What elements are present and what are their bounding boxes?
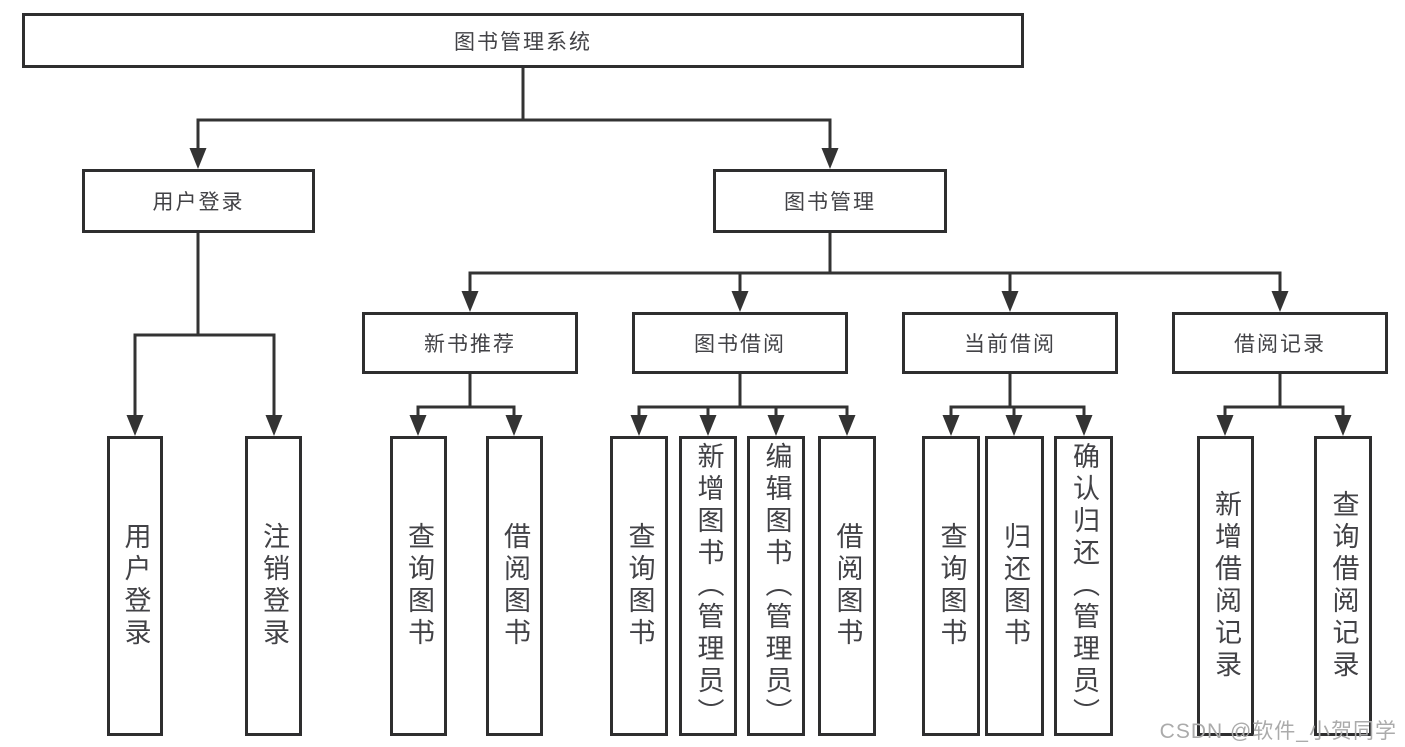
leaf-edit-books-admin: 编辑图书（管理员） xyxy=(747,436,805,736)
leaf-borrow-books: 借阅图书 xyxy=(818,436,876,736)
leaf-user-login-label: 用户登录 xyxy=(120,522,151,650)
node-current-borrow: 当前借阅 xyxy=(902,312,1118,374)
node-new-book-recommend: 新书推荐 xyxy=(362,312,578,374)
leaf-query-borrow-record: 查询借阅记录 xyxy=(1314,436,1372,736)
leaf-return-books: 归还图书 xyxy=(985,436,1044,736)
leaf-query-books-borrow: 查询图书 xyxy=(610,436,668,736)
node-book-management-label: 图书管理 xyxy=(784,191,876,214)
leaf-query-books-recommend: 查询图书 xyxy=(390,436,447,736)
node-user-login-label: 用户登录 xyxy=(152,191,245,214)
leaf-logout: 注销登录 xyxy=(245,436,302,736)
leaf-borrow-books-label: 借阅图书 xyxy=(832,522,863,650)
leaf-query-books-current-label: 查询图书 xyxy=(936,522,967,650)
leaf-confirm-return-admin-label: 确认归还（管理员） xyxy=(1069,442,1099,730)
leaf-add-borrow-record-label: 新增借阅记录 xyxy=(1211,490,1241,682)
leaf-logout-label: 注销登录 xyxy=(259,522,289,650)
leaf-add-books-admin-label: 新增图书（管理员） xyxy=(693,442,724,730)
leaf-borrow-books-recommend-label: 借阅图书 xyxy=(500,522,530,650)
leaf-edit-books-admin-label: 编辑图书（管理员） xyxy=(761,442,792,730)
node-library-management-system: 图书管理系统 xyxy=(22,13,1024,68)
node-user-login: 用户登录 xyxy=(82,169,315,233)
leaf-add-borrow-record: 新增借阅记录 xyxy=(1197,436,1254,736)
node-new-book-recommend-label: 新书推荐 xyxy=(424,333,516,356)
leaf-query-books-borrow-label: 查询图书 xyxy=(624,522,655,650)
node-borrow-records: 借阅记录 xyxy=(1172,312,1388,374)
leaf-query-books-current: 查询图书 xyxy=(922,436,980,736)
leaf-query-borrow-record-label: 查询借阅记录 xyxy=(1328,490,1359,682)
node-book-borrow-label: 图书借阅 xyxy=(694,333,786,356)
leaf-add-books-admin: 新增图书（管理员） xyxy=(679,436,737,736)
leaf-query-books-recommend-label: 查询图书 xyxy=(404,522,434,650)
leaf-confirm-return-admin: 确认归还（管理员） xyxy=(1054,436,1113,736)
leaf-return-books-label: 归还图书 xyxy=(1000,522,1030,650)
node-book-borrow: 图书借阅 xyxy=(632,312,848,374)
leaf-borrow-books-recommend: 借阅图书 xyxy=(486,436,543,736)
node-library-management-system-label: 图书管理系统 xyxy=(454,30,592,54)
leaf-user-login: 用户登录 xyxy=(107,436,163,736)
node-current-borrow-label: 当前借阅 xyxy=(964,333,1056,356)
csdn-watermark: CSDN @软件_小贺同学 xyxy=(1159,720,1397,743)
node-book-management: 图书管理 xyxy=(713,169,947,233)
node-borrow-records-label: 借阅记录 xyxy=(1234,333,1326,356)
